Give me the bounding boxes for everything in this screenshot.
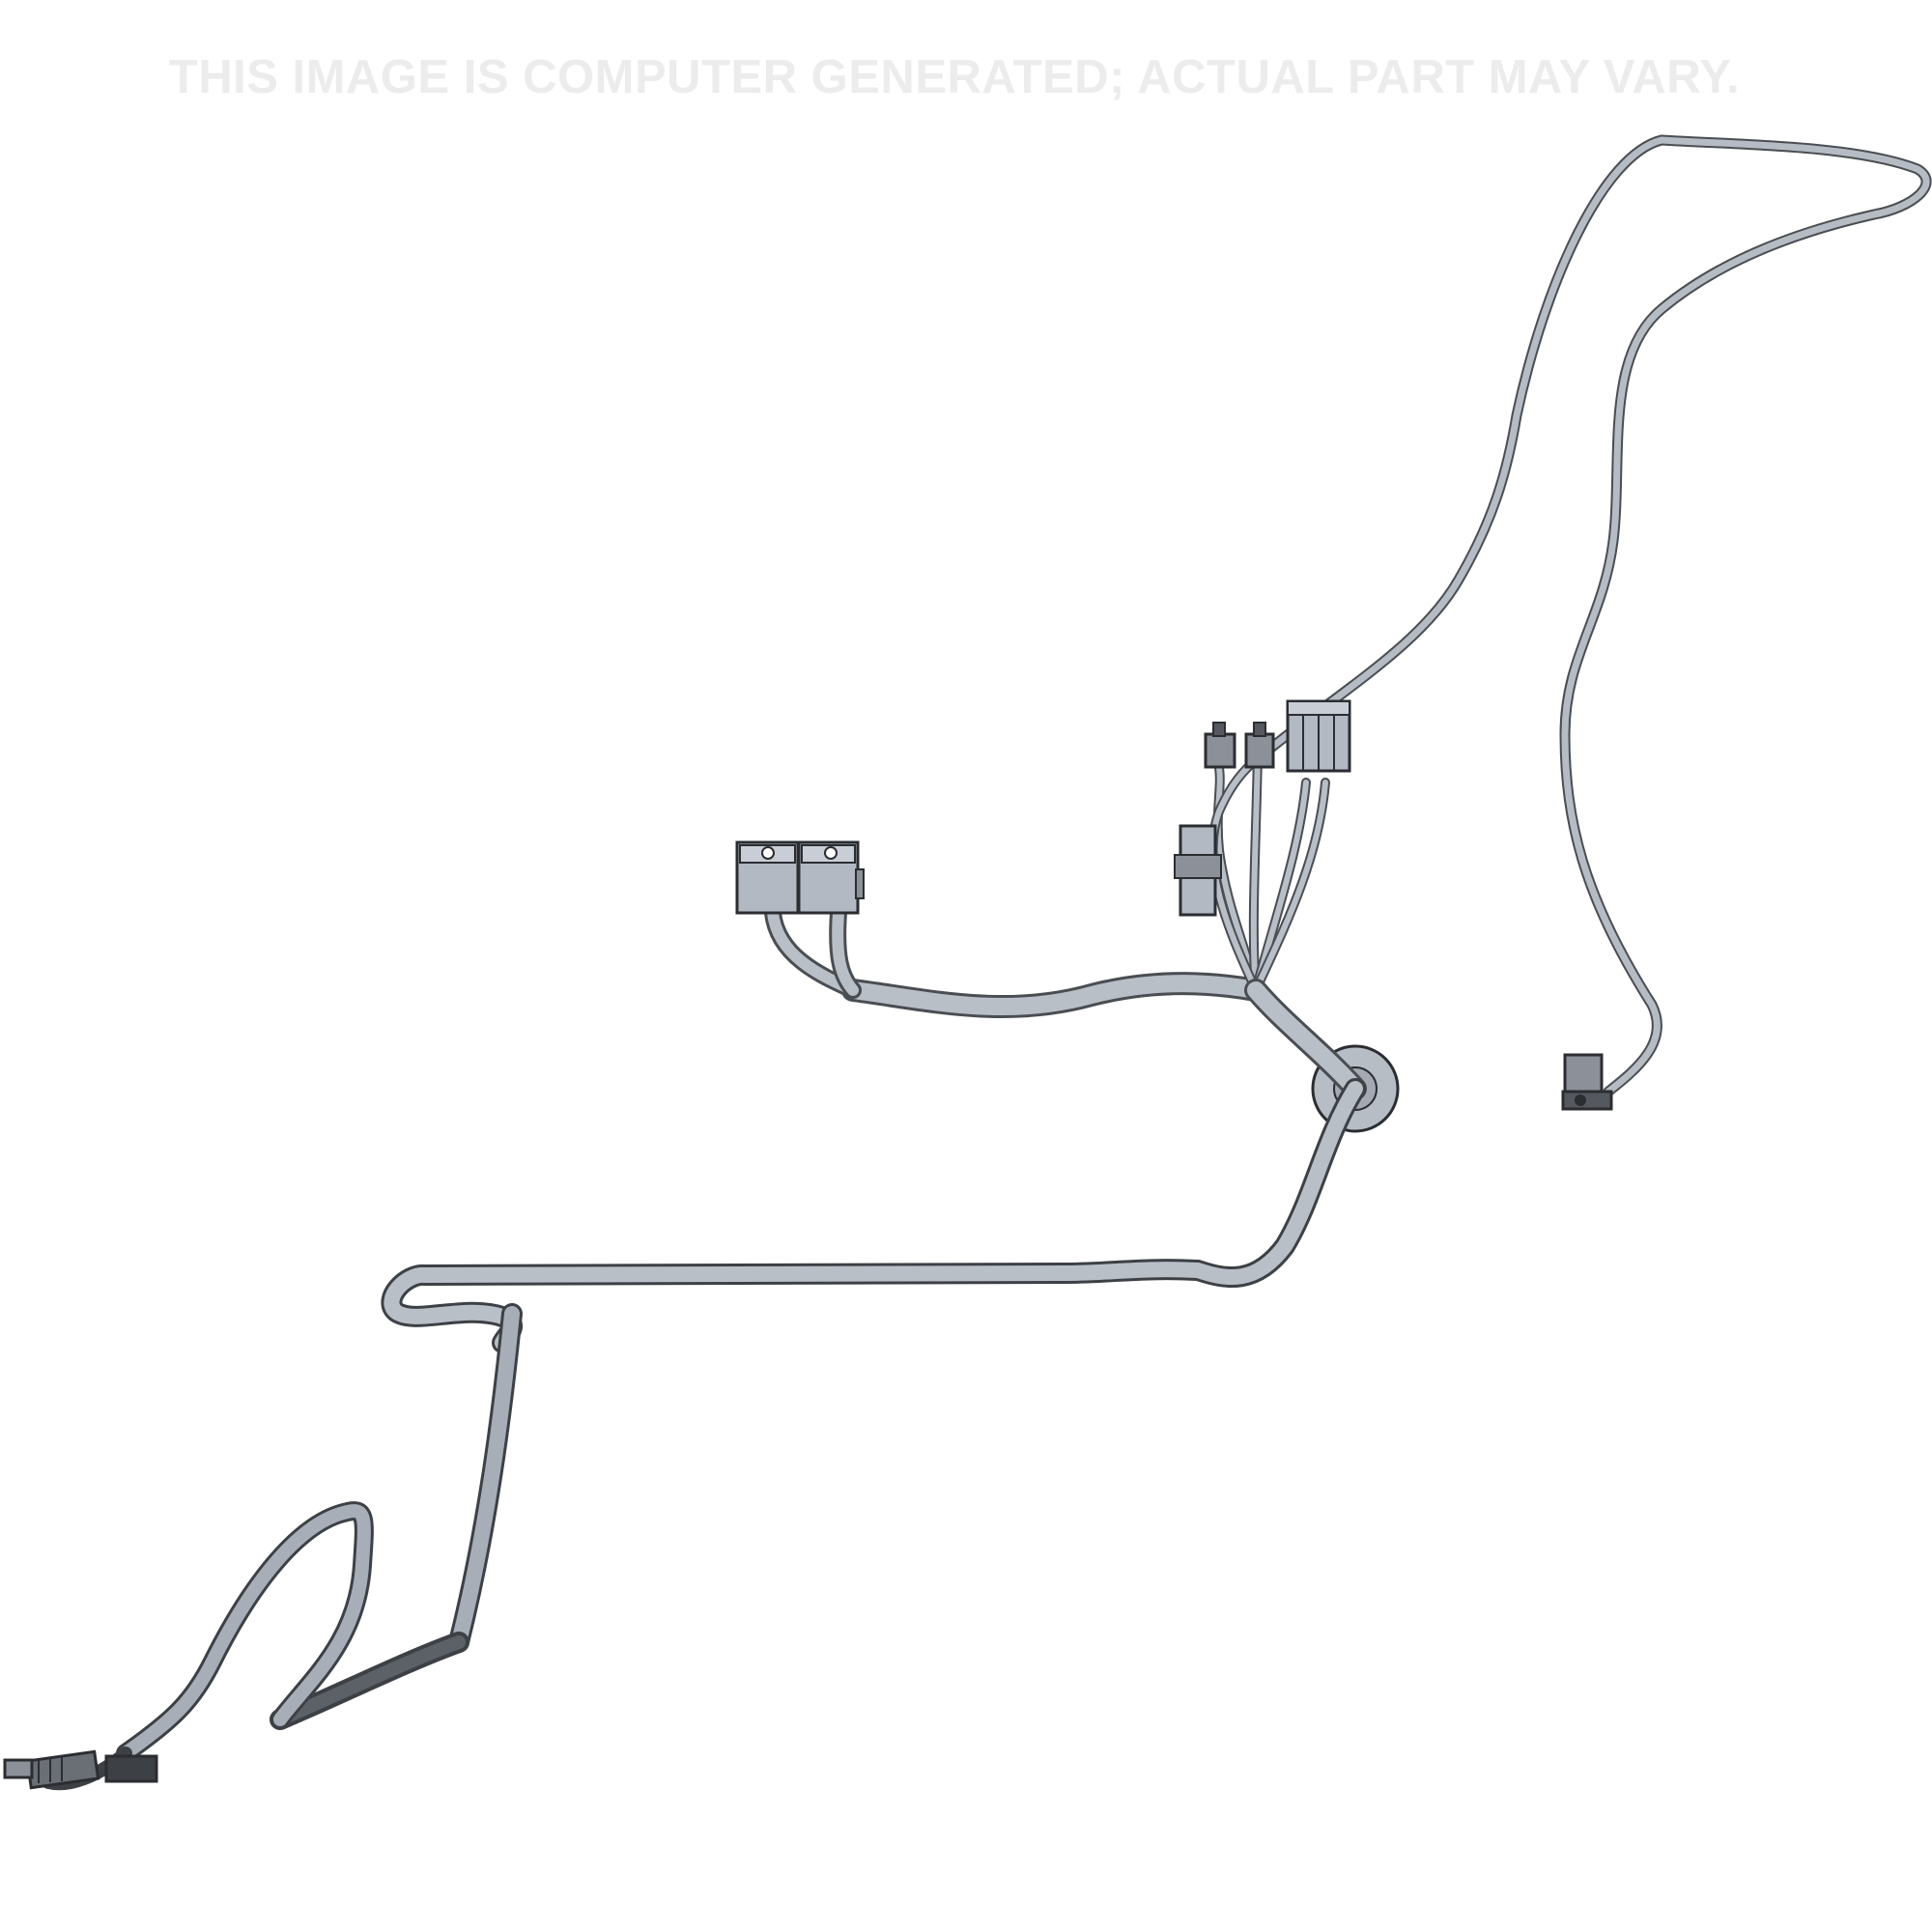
twin-connector-right	[797, 840, 865, 915]
multi-pin-connector	[1286, 699, 1351, 773]
side-connector	[1174, 824, 1222, 917]
right-end-connector	[1561, 1053, 1613, 1111]
breakout-wires	[1208, 749, 1330, 995]
computer-generated-disclaimer: THIS IMAGE IS COMPUTER GENERATED; ACTUAL…	[168, 51, 1741, 103]
twin-connector-left	[735, 840, 800, 915]
pin-connector-2	[1244, 722, 1275, 769]
middle-branch-wire	[764, 904, 1267, 1019]
pin-connector-1	[1204, 722, 1236, 769]
main-trunk-wire	[42, 979, 1367, 1791]
lower-left-end-connector	[3, 1749, 158, 1790]
upper-right-wire-loop	[1250, 134, 1932, 1097]
